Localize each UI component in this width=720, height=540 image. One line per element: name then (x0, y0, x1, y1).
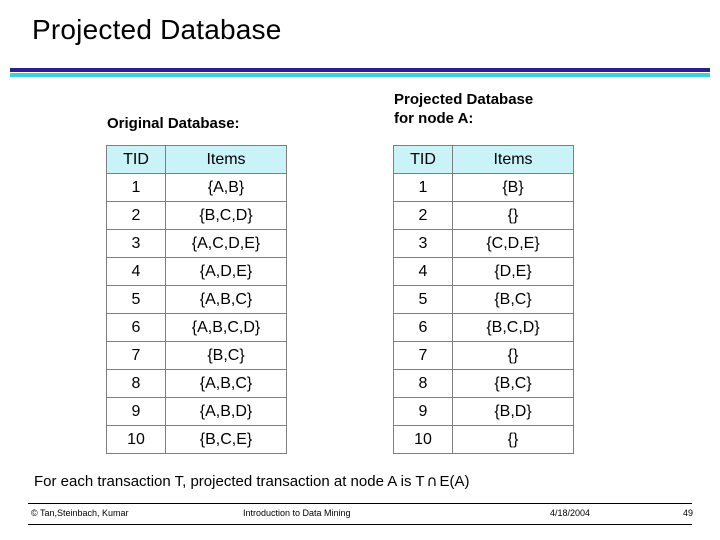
cell-tid: 1 (393, 173, 453, 202)
footer-copyright: © Tan,Steinbach, Kumar (31, 508, 129, 518)
cell-items: {A,D,E} (165, 257, 287, 286)
cell-tid: 8 (393, 369, 453, 398)
footer-date: 4/18/2004 (550, 508, 591, 518)
column-header-tid: TID (393, 145, 453, 174)
table-row: 6{B,C,D} (393, 313, 574, 342)
table-header-row: TID Items (393, 145, 574, 174)
table-row: 1{B} (393, 173, 574, 202)
footer-course-title: Introduction to Data Mining (243, 508, 351, 518)
original-database-label: Original Database: (107, 115, 240, 132)
table-row: 3{C,D,E} (393, 229, 574, 258)
table-row: 2{B,C,D} (106, 201, 287, 230)
cell-tid: 6 (393, 313, 453, 342)
cell-tid: 3 (393, 229, 453, 258)
cell-items: {A,C,D,E} (165, 229, 287, 258)
table-row: 8{B,C} (393, 369, 574, 398)
cell-tid: 10 (106, 425, 166, 454)
table-row: 4{D,E} (393, 257, 574, 286)
projected-database-table: TID Items 1{B} 2{} 3{C,D,E} 4{D,E} 5{B,C… (393, 145, 574, 454)
cell-items: {B,C} (452, 285, 574, 314)
cell-items: {A,B,C} (165, 285, 287, 314)
cell-tid: 10 (393, 425, 453, 454)
cell-items: {C,D,E} (452, 229, 574, 258)
original-database-table: TID Items 1{A,B} 2{B,C,D} 3{A,C,D,E} 4{A… (106, 145, 287, 454)
cell-items: {B,C,D} (165, 201, 287, 230)
slide-footer: © Tan,Steinbach, Kumar Introduction to D… (28, 503, 694, 525)
table-row: 1{A,B} (106, 173, 287, 202)
cell-items: {D,E} (452, 257, 574, 286)
projected-database-label-line2: for node A: (394, 110, 474, 127)
projected-database-label: Projected Database for node A: (394, 90, 533, 128)
table-row: 4{A,D,E} (106, 257, 287, 286)
cell-tid: 5 (393, 285, 453, 314)
projection-formula-note: For each transaction T, projected transa… (34, 472, 470, 490)
cell-items: {B,D} (452, 397, 574, 426)
cell-tid: 1 (106, 173, 166, 202)
cell-tid: 9 (106, 397, 166, 426)
cell-items: {B,C,D} (452, 313, 574, 342)
cell-tid: 2 (393, 201, 453, 230)
table-row: 5{A,B,C} (106, 285, 287, 314)
title-divider-bottom (10, 73, 710, 77)
cell-items: {} (452, 425, 574, 454)
cell-items: {} (452, 201, 574, 230)
table-row: 5{B,C} (393, 285, 574, 314)
cell-tid: 4 (393, 257, 453, 286)
cell-tid: 7 (106, 341, 166, 370)
cell-tid: 7 (393, 341, 453, 370)
original-table-body: 1{A,B} 2{B,C,D} 3{A,C,D,E} 4{A,D,E} 5{A,… (106, 173, 287, 454)
table-row: 9{B,D} (393, 397, 574, 426)
table-header-row: TID Items (106, 145, 287, 174)
table-row: 6{A,B,C,D} (106, 313, 287, 342)
table-row: 10{} (393, 425, 574, 454)
table-row: 3{A,C,D,E} (106, 229, 287, 258)
title-divider-gap (10, 72, 710, 73)
cell-items: {A,B,C} (165, 369, 287, 398)
column-header-items: Items (165, 145, 287, 174)
cell-tid: 2 (106, 201, 166, 230)
table-row: 7{} (393, 341, 574, 370)
title-divider-top (10, 68, 710, 72)
cell-tid: 5 (106, 285, 166, 314)
cell-tid: 6 (106, 313, 166, 342)
formula-text-before: For each transaction T, projected transa… (34, 473, 425, 490)
projected-database-label-line1: Projected Database (394, 91, 534, 108)
page-title: Projected Database (32, 14, 282, 45)
table-row: 9{A,B,D} (106, 397, 287, 426)
cell-items: {A,B,D} (165, 397, 287, 426)
column-header-items: Items (452, 145, 574, 174)
cell-items: {B,C} (165, 341, 287, 370)
table-row: 10{B,C,E} (106, 425, 287, 454)
projected-table-body: 1{B} 2{} 3{C,D,E} 4{D,E} 5{B,C} 6{B,C,D}… (393, 173, 574, 454)
cell-items: {A,B} (165, 173, 287, 202)
cell-tid: 4 (106, 257, 166, 286)
table-row: 8{A,B,C} (106, 369, 287, 398)
cell-items: {B,C,E} (165, 425, 287, 454)
formula-text-after: E(A) (439, 473, 470, 490)
cell-tid: 3 (106, 229, 166, 258)
column-header-tid: TID (106, 145, 166, 174)
intersection-symbol: ∩ (426, 472, 438, 490)
cell-items: {} (452, 341, 574, 370)
cell-items: {A,B,C,D} (165, 313, 287, 342)
cell-items: {B} (452, 173, 574, 202)
table-row: 2{} (393, 201, 574, 230)
cell-tid: 8 (106, 369, 166, 398)
table-row: 7{B,C} (106, 341, 287, 370)
cell-items: {B,C} (452, 369, 574, 398)
cell-tid: 9 (393, 397, 453, 426)
footer-page-number: 49 (683, 508, 694, 518)
